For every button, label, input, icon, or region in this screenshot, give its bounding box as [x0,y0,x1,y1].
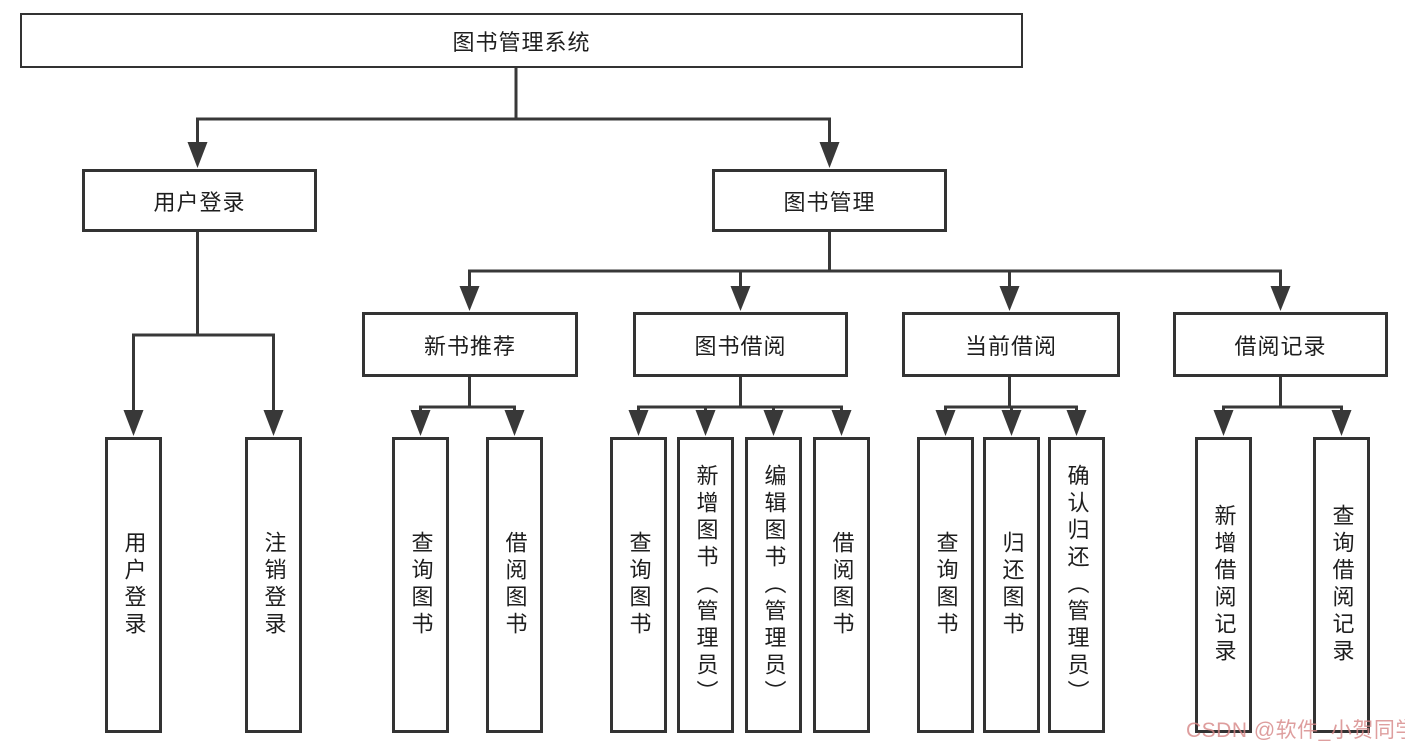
arrowheads [123,142,1352,436]
leaf-edit-books-admin: 编辑图书（管理员） [745,437,802,733]
leaf-return-books-label: 归还图书 [999,531,1025,639]
node-book-borrowing: 图书借阅 [633,312,848,377]
node-user-login: 用户登录 [82,169,317,232]
leaf-query-books-borrowing: 查询图书 [610,437,667,733]
leaf-edit-books-admin-label: 编辑图书（管理员） [761,463,787,707]
leaf-confirm-return-admin-label: 确认归还（管理员） [1064,463,1090,707]
leaf-user-login-label: 用户登录 [121,531,147,639]
leaf-query-books-current: 查询图书 [917,437,974,733]
leaf-borrow-books-borrowing-label: 借阅图书 [829,531,855,639]
leaf-query-borrow-record-label: 查询借阅记录 [1329,504,1355,666]
node-book-management: 图书管理 [712,169,947,232]
leaf-borrow-books-recommend-label: 借阅图书 [502,531,528,639]
node-new-book-recommendation: 新书推荐 [362,312,578,377]
node-borrowing-records: 借阅记录 [1173,312,1388,377]
leaf-add-borrow-record-label: 新增借阅记录 [1211,504,1237,666]
leaf-borrow-books-recommend: 借阅图书 [486,437,543,733]
leaf-logout: 注销登录 [245,437,302,733]
node-library-management-system: 图书管理系统 [20,13,1023,68]
node-current-borrowing: 当前借阅 [902,312,1120,377]
leaf-confirm-return-admin: 确认归还（管理员） [1048,437,1105,733]
leaf-query-books-recommend: 查询图书 [392,437,449,733]
leaf-query-books-current-label: 查询图书 [933,531,959,639]
leaf-query-books-borrowing-label: 查询图书 [626,531,652,639]
leaf-add-borrow-record: 新增借阅记录 [1195,437,1252,733]
leaf-borrow-books-borrowing: 借阅图书 [813,437,870,733]
leaf-return-books: 归还图书 [983,437,1040,733]
csdn-watermark: CSDN @软件_小贺同学 [1186,719,1405,742]
leaf-user-login: 用户登录 [105,437,162,733]
leaf-query-borrow-record: 查询借阅记录 [1313,437,1370,733]
leaf-query-books-recommend-label: 查询图书 [408,531,434,639]
leaf-add-books-admin-label: 新增图书（管理员） [693,463,719,707]
leaf-add-books-admin: 新增图书（管理员） [677,437,734,733]
leaf-logout-label: 注销登录 [261,531,287,639]
